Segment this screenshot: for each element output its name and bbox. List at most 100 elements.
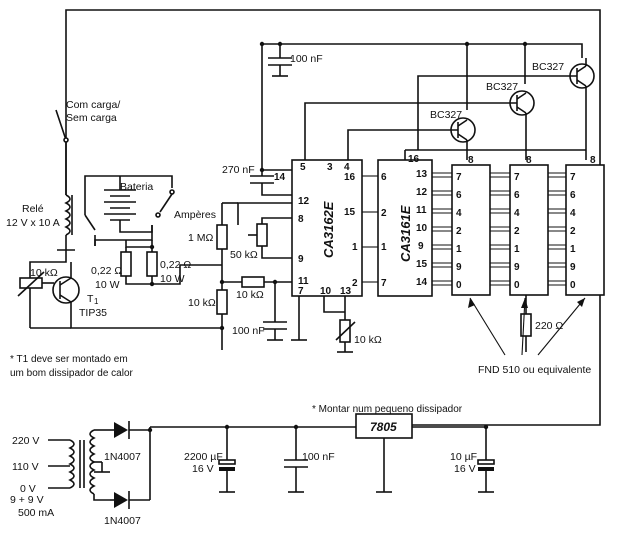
svg-text:7: 7 [298, 286, 304, 297]
svg-text:7: 7 [381, 278, 387, 289]
svg-text:8: 8 [590, 155, 596, 166]
svg-text:11: 11 [298, 276, 309, 287]
svg-text:10: 10 [416, 223, 428, 234]
svg-text:10: 10 [320, 286, 332, 297]
svg-text:6: 6 [514, 190, 520, 201]
pot-10k-t1-label: 10 kΩ [30, 267, 58, 279]
shunt-b [146, 251, 158, 277]
transistor-t1 [52, 262, 80, 322]
resistor-1m [216, 224, 228, 250]
switch-label-1: Com carga/ [66, 99, 120, 111]
junctions [147, 41, 528, 433]
battery-symbol [104, 176, 153, 233]
resistor-220 [520, 313, 532, 337]
svg-text:2: 2 [570, 226, 576, 237]
v220-label: 220 V [12, 435, 39, 447]
cap-10u-label-2: 16 V [454, 463, 476, 475]
wire-pin8 [261, 217, 292, 224]
svg-text:15: 15 [344, 207, 356, 218]
switch-label-2: Sem carga [66, 112, 117, 124]
svg-text:1: 1 [514, 244, 520, 255]
relay-label-1: Relé [22, 203, 44, 215]
svg-text:9: 9 [298, 254, 304, 265]
shunt-top-wire [94, 225, 153, 246]
ic2-pin-16: 16 [408, 154, 420, 165]
bc327-c-label: BC327 [532, 61, 564, 73]
shunt-bus-bottom [125, 276, 153, 285]
ic1-pin-labels: 5 3 4 14 12 8 9 11 7 10 13 16 15 1 2 [274, 162, 358, 297]
ampere-switch [155, 189, 175, 218]
resistor-10k-a [241, 276, 265, 288]
cap-270n-wire2 [261, 183, 292, 196]
svg-text:4: 4 [456, 208, 462, 219]
regulator-label: 7805 [370, 420, 397, 434]
r1m-label: 1 MΩ [188, 232, 214, 244]
diode-b-label: 1N4007 [104, 515, 141, 527]
pot-10k-b-label: 10 kΩ [354, 334, 382, 346]
shunt-b-label-1: 0,22 Ω [160, 259, 191, 271]
v110-label: 110 V [12, 461, 39, 473]
shunt-out-wire [152, 264, 222, 285]
pot-10k-t1-arrow [17, 271, 45, 297]
svg-text:4: 4 [570, 208, 576, 219]
cap-100n-supply-label: 100 nF [302, 451, 335, 463]
svg-text:0: 0 [570, 280, 576, 291]
bc327-a-label: BC327 [430, 109, 462, 121]
display-pointer-arrows [468, 297, 586, 356]
svg-text:2: 2 [456, 226, 462, 237]
diode-1n4007-b [110, 491, 150, 509]
wire-pin12 [237, 202, 292, 225]
sec-bottom-wire [93, 494, 110, 501]
svg-text:9: 9 [570, 262, 576, 273]
transistor-rail-wire [262, 43, 583, 58]
svg-text:4: 4 [514, 208, 520, 219]
reg-note: * Montar num pequeno dissipador [312, 404, 463, 415]
svg-text:2: 2 [352, 278, 358, 289]
r10k-a-label: 10 kΩ [236, 289, 264, 301]
cap-2200-label-2: 16 V [192, 463, 214, 475]
bc327-b-label: BC327 [486, 81, 518, 93]
svg-text:7: 7 [570, 172, 576, 183]
cap-10u [477, 427, 495, 493]
v0-label: 0 V [20, 483, 36, 495]
cap-270n-label: 270 nF [222, 164, 255, 176]
ic2-pin-labels: 6 2 1 7 13 12 11 10 9 15 14 [381, 169, 428, 289]
svg-text:14: 14 [416, 277, 428, 288]
battery-label: Bateria [120, 181, 153, 193]
bc327-transistor-c: BC327 [417, 58, 595, 160]
diode-1n4007-a [110, 421, 150, 439]
svg-text:9: 9 [456, 262, 462, 273]
svg-text:1: 1 [381, 242, 387, 253]
amperes-label: Ampères [174, 209, 216, 221]
segment-bus [432, 172, 566, 286]
shunt-bus-top [125, 240, 153, 248]
svg-text:5: 5 [300, 162, 306, 173]
cap-2200u [218, 427, 236, 493]
t1-note-1: * T1 deve ser montado em [10, 354, 128, 365]
secondary-label-1: 9 + 9 V [10, 494, 44, 506]
pin10-wire [323, 296, 345, 313]
r220-label: 220 Ω [535, 320, 563, 332]
top-rail-wire [65, 9, 601, 426]
ic-ca3162e-label: CA3162E [321, 201, 336, 258]
relay-contact-wire [84, 175, 173, 215]
svg-text:14: 14 [274, 172, 286, 183]
svg-text:6: 6 [456, 190, 462, 201]
ic-ca3162e [291, 159, 363, 297]
shunt-a-label-2: 10 W [95, 279, 120, 291]
cap-100n-mid-label: 100 nF [232, 325, 265, 337]
svg-text:9: 9 [418, 241, 424, 252]
t1-sub-label: 1 [94, 297, 99, 306]
t1-type-label: TIP35 [79, 307, 107, 319]
t1-note-2: um bom dissipador de calor [10, 368, 134, 379]
relay [57, 194, 75, 251]
cap-2200-label-1: 2200 µF [184, 451, 223, 463]
pot-10k-b-arrow [335, 321, 356, 341]
ic-ca3161e [377, 159, 433, 297]
svg-text:7: 7 [514, 172, 520, 183]
switch-load [55, 109, 69, 195]
shunt-a [120, 251, 132, 277]
t1-emitter-wire [70, 322, 222, 329]
shunt-b-label-2: 10 W [160, 273, 185, 285]
